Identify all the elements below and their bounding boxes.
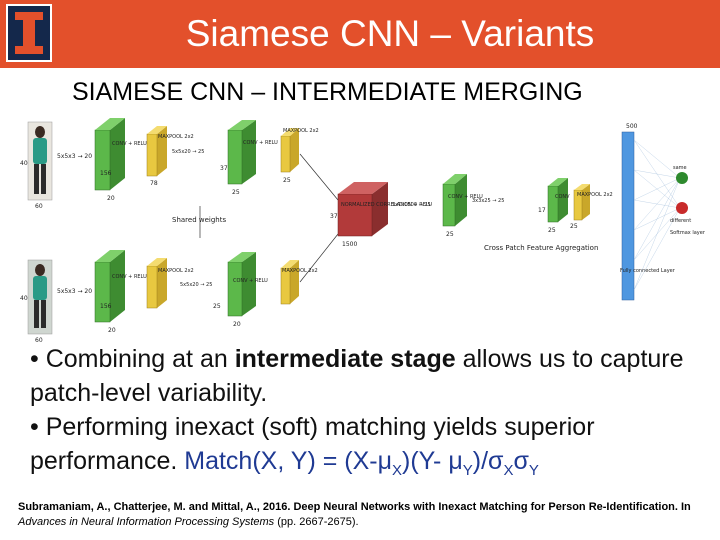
same-node [676, 172, 688, 184]
bottom-conv2-dim: 5x5x20 → 25 [180, 282, 212, 288]
network-diagram: 40 60 5x5x3 → 20 40 60 5x5x3 → 20 CONV +… [0, 110, 720, 345]
block-i-icon [15, 12, 43, 54]
shared-weights-label: Shared weights [172, 216, 226, 224]
bottom-maxpool1-block [146, 258, 167, 309]
citation: Subramaniam, A., Chatterjee, M. and Mitt… [18, 501, 691, 528]
bottom-conv2-width: 20 [233, 321, 241, 328]
match-formula: Match(X, Y) = (X-μX)(Y- μY)/σXσY [184, 447, 539, 479]
top-conv2-block [227, 120, 256, 185]
top-maxpool1-block [146, 126, 167, 177]
same-label: same [673, 165, 687, 171]
bottom-merge-arrow [299, 233, 339, 283]
bottom-conv2-label: CONV + RELU [233, 278, 268, 284]
fully-connected-size: 500 [626, 123, 638, 130]
normalized-correlation-size: 1500 [342, 241, 357, 248]
normalized-correlation-label: NORMALIZED CORRELATION + RELU [341, 202, 432, 208]
cross-patch-maxpool-block [573, 184, 590, 221]
cross-patch-conv-size: 25 [446, 231, 454, 238]
university-logo [6, 4, 52, 62]
bottom-maxpool1-label: MAXPOOL 2x2 [158, 268, 194, 274]
top-conv1-block [94, 118, 125, 191]
softmax-label: Softmax layer [670, 230, 706, 236]
slide-title: Siamese CNN – Variants [185, 13, 595, 54]
architecture-figure: 40 60 5x5x3 → 20 40 60 5x5x3 → 20 CONV +… [20, 118, 706, 344]
bottom-conv1-height: 156 [100, 303, 112, 310]
bottom-conv2-block [227, 252, 256, 317]
normalized-correlation-width: 37 [330, 213, 338, 220]
bottom-conv1-block [94, 250, 125, 323]
top-conv1-width: 20 [107, 195, 115, 202]
cross-patch-caption: Cross Patch Feature Aggregation [484, 244, 598, 252]
top-conv2-label: CONV + RELU [243, 140, 278, 146]
cross-patch-conv2-block [547, 178, 568, 223]
top-conv1-height: 156 [100, 170, 112, 177]
cross-patch-conv2-label: CONV [555, 194, 570, 200]
top-conv1-dim: 5x5x3 → 20 [57, 153, 92, 160]
bottom-conv1-label: CONV + RELU [112, 274, 147, 280]
top-conv2-dim: 5x5x20 → 25 [172, 149, 204, 155]
bullet-1: • Combining at an intermediate stage all… [30, 345, 684, 407]
top-maxpool2-label: MAXPOOL 2x2 [283, 128, 319, 134]
cross-patch-maxpool-size: 25 [570, 223, 578, 230]
top-conv2-height: 37 [220, 165, 228, 172]
top-input-height: 40 [20, 160, 28, 167]
top-maxpool1-size: 78 [150, 180, 158, 187]
top-maxpool1-label: MAXPOOL 2x2 [158, 134, 194, 140]
cross-patch-conv-block [442, 174, 467, 227]
cross-patch-height: 17 [538, 207, 546, 214]
fully-connected-label: Fully connected Layer [620, 268, 676, 274]
fc-softmax-connections [633, 139, 681, 291]
bottom-input-height: 40 [20, 295, 28, 302]
bottom-conv1-width: 20 [108, 327, 116, 334]
cross-patch-conv-label: CONV + RELU [448, 194, 483, 200]
different-label: different [670, 218, 691, 224]
fully-connected-bar [621, 131, 635, 301]
norm-to-conv-dim: 1x1x1500 → 25 [392, 202, 431, 208]
slide-subtitle: SIAMESE CNN – INTERMEDIATE MERGING [72, 78, 583, 106]
bottom-conv2-height: 25 [213, 303, 221, 310]
bottom-maxpool2-block [280, 260, 299, 305]
top-input-image [27, 121, 53, 201]
top-conv2-width: 25 [232, 189, 240, 196]
top-merge-arrow [299, 153, 339, 201]
title-bar: Siamese CNN – Variants [0, 0, 720, 68]
bottom-input-width: 60 [35, 337, 43, 344]
cross-patch-conv2-size: 25 [548, 227, 556, 234]
top-input-width: 60 [35, 203, 43, 210]
cross-patch-maxpool-label: MAXPOOL 2x2 [577, 192, 613, 198]
bottom-conv1-dim: 5x5x3 → 20 [57, 288, 92, 295]
bottom-input-image [27, 259, 53, 335]
bullet-2: • Performing inexact (soft) matching yie… [30, 413, 595, 479]
normalized-correlation-block [337, 182, 388, 237]
different-node [676, 202, 688, 214]
top-maxpool2-block [280, 128, 299, 173]
top-maxpool2-size: 25 [283, 177, 291, 184]
cross-patch-dim: 3x3x25 → 25 [472, 198, 504, 204]
top-conv1-label: CONV + RELU [112, 141, 147, 147]
bullet-list: • Combining at an intermediate stage all… [30, 342, 720, 488]
bottom-maxpool2-label: MAXPOOL 2x2 [282, 268, 318, 274]
